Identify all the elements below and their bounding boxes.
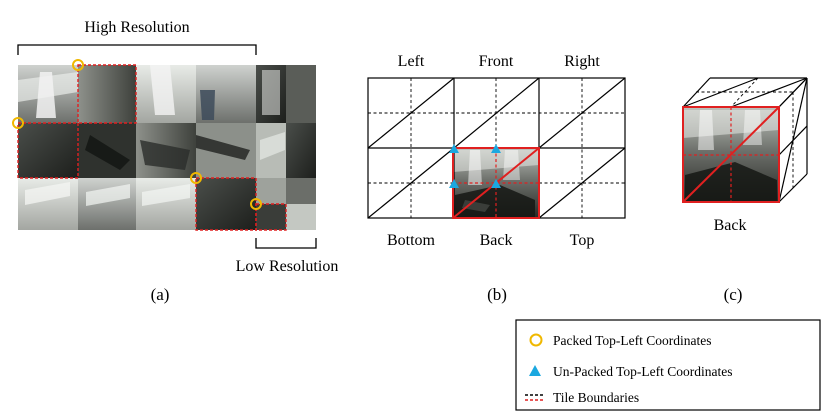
packed-coordinate-marker xyxy=(72,59,84,71)
high-resolution-label: High Resolution xyxy=(84,19,189,36)
panel-b: Left Front Right xyxy=(367,53,626,304)
unpacked-coordinate-marker xyxy=(449,144,459,153)
packed-coordinate-marker xyxy=(250,198,262,210)
panel-c: Back (c) xyxy=(682,77,808,304)
legend-item-tile-boundaries: Tile Boundaries xyxy=(553,390,639,405)
face-label-top: Top xyxy=(570,232,595,249)
packed-tile xyxy=(17,122,79,179)
legend-circle-icon xyxy=(529,333,543,347)
packed-back-face-tiles xyxy=(17,64,287,231)
caption-b: (b) xyxy=(487,285,507,304)
legend-item-packed: Packed Top-Left Coordinates xyxy=(553,333,712,348)
caption-c: (c) xyxy=(724,285,743,304)
legend: Packed Top-Left Coordinates Un-Packed To… xyxy=(515,319,821,411)
cube-tile-boundaries xyxy=(696,77,808,188)
packed-frame-image xyxy=(18,65,316,230)
legend-triangle-icon xyxy=(529,365,541,376)
legend-box xyxy=(515,319,821,411)
legend-dashed-lines-icon xyxy=(525,394,545,401)
cube-face-label-back: Back xyxy=(714,217,747,234)
packed-tile xyxy=(255,203,287,231)
panel-a: High Resolution xyxy=(12,19,339,304)
packed-coordinate-marker xyxy=(190,172,202,184)
unpacked-coordinate-marker xyxy=(491,144,501,153)
low-resolution-label: Low Resolution xyxy=(236,258,339,275)
packed-coordinate-marker xyxy=(12,117,24,129)
cube-back-face-highlight xyxy=(682,106,780,203)
face-label-back: Back xyxy=(480,232,513,249)
high-resolution-bracket xyxy=(17,44,257,55)
legend-item-unpacked: Un-Packed Top-Left Coordinates xyxy=(553,364,733,379)
packed-coordinate-markers xyxy=(12,59,262,210)
unpacked-coordinate-markers xyxy=(449,144,501,188)
unpacked-coordinate-marker xyxy=(491,179,501,188)
low-resolution-bracket xyxy=(255,238,317,249)
face-label-bottom: Bottom xyxy=(387,232,436,249)
packed-tile xyxy=(77,64,137,124)
face-label-front: Front xyxy=(479,53,514,70)
caption-a: (a) xyxy=(151,285,170,304)
unpacked-coordinate-marker xyxy=(449,179,459,188)
face-label-left: Left xyxy=(398,53,425,70)
face-label-right: Right xyxy=(564,53,600,70)
tile-boundaries-black xyxy=(368,78,625,218)
